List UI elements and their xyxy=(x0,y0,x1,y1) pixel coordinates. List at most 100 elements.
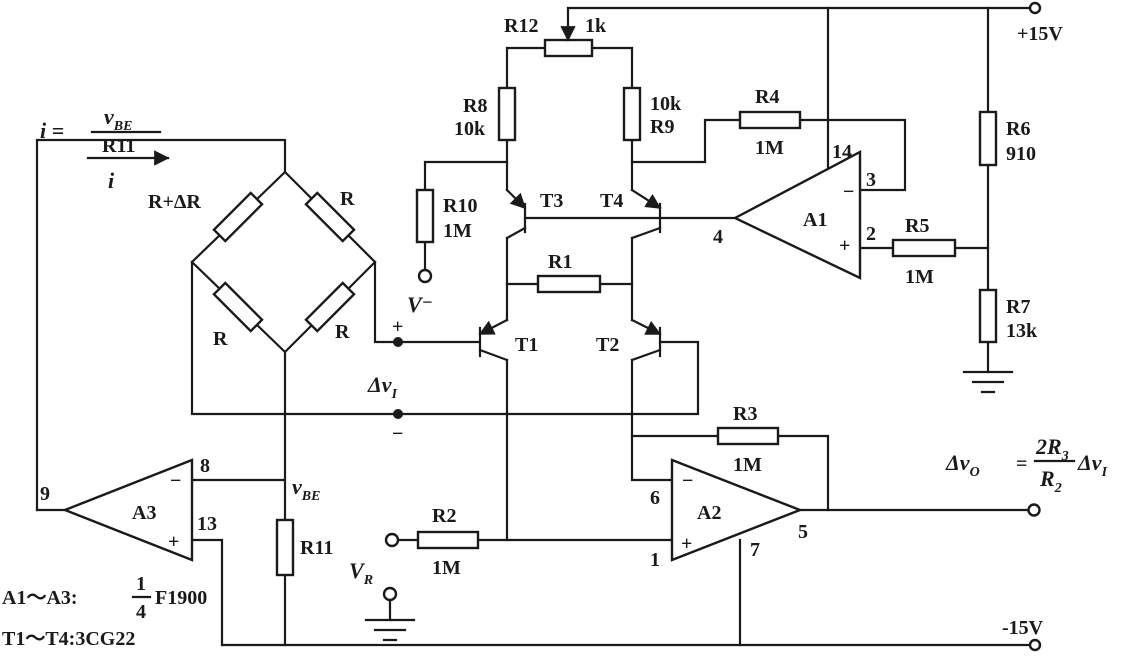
svg-text:−: − xyxy=(843,181,854,203)
label-r2-value: 1M xyxy=(432,557,461,579)
current-formula-num: vBE xyxy=(104,104,132,134)
svg-text:+: + xyxy=(681,533,692,555)
label-a3: A3 xyxy=(132,502,156,524)
label-r3: R3 xyxy=(733,403,757,425)
resistor-r4 xyxy=(738,110,802,130)
terminal-neg-supply xyxy=(1028,638,1042,652)
labels: +15V -15V R12 1k R8 10k 10k R9 R10 1M R4… xyxy=(2,15,1108,650)
node-dvi-minus xyxy=(393,409,403,419)
label-r6: R6 xyxy=(1006,118,1030,140)
svg-text:+: + xyxy=(168,531,179,553)
note-opamps-prefix: A1～A3: xyxy=(2,587,78,609)
pin-a3-out: 9 xyxy=(40,483,50,505)
output-formula-lhs: ΔvO xyxy=(945,450,980,480)
resistor-r6 xyxy=(978,110,998,167)
pin-a2-out: 5 xyxy=(798,521,808,543)
resistor-r5 xyxy=(891,238,957,258)
terminal-vminus xyxy=(417,268,433,284)
label-dvi: ΔvI xyxy=(367,372,398,402)
pin-a1-out: 4 xyxy=(713,226,723,248)
resistor-r11 xyxy=(275,518,295,577)
wires xyxy=(35,6,1032,647)
transistor-t1-emitter-icon xyxy=(478,318,509,336)
label-r11: R11 xyxy=(300,537,333,559)
current-formula-den: R11 xyxy=(102,135,135,157)
label-r10-value: 1M xyxy=(443,220,472,242)
label-r8: R8 xyxy=(463,95,487,117)
opamp-a1 xyxy=(732,150,862,280)
label-r4: R4 xyxy=(755,86,779,108)
label-r5: R5 xyxy=(905,215,929,237)
current-formula-lhs: i = xyxy=(40,118,64,143)
label-r9: R9 xyxy=(650,116,674,138)
resistor-r1 xyxy=(536,274,602,294)
label-r6-value: 910 xyxy=(1006,143,1036,165)
opamp-a3 xyxy=(61,458,194,562)
terminal-vr-source xyxy=(382,586,398,602)
label-r3-value: 1M xyxy=(733,454,762,476)
pin-a1-inv: 3 xyxy=(866,169,876,191)
pin-a3-noninv: 13 xyxy=(197,513,217,535)
label-vminus: V− xyxy=(407,292,433,317)
resistor-r3 xyxy=(716,426,780,446)
transistors xyxy=(478,188,662,362)
output-formula-rhs: ΔvI xyxy=(1077,450,1108,480)
svg-text:−: − xyxy=(682,470,693,492)
label-vbe: vBE xyxy=(292,474,320,504)
note-transistors: T1～T4:3CG22 xyxy=(2,628,135,650)
label-vr: VR xyxy=(349,558,373,588)
resistor-r7 xyxy=(978,288,998,344)
current-arrow-label: i xyxy=(108,168,115,193)
transistor-t2-emitter-icon xyxy=(630,318,662,336)
label-r10: R10 xyxy=(443,195,477,217)
note-frac-den: 4 xyxy=(136,601,146,623)
terminal-vr-input xyxy=(384,532,400,548)
label-r7-value: 13k xyxy=(1006,320,1038,342)
label-r5-value: 1M xyxy=(905,266,934,288)
resistor-r2 xyxy=(416,530,480,550)
svg-text:−: − xyxy=(170,470,181,492)
output-formula-den: R2 xyxy=(1039,466,1062,496)
label-bridge-bottom-left: R xyxy=(213,328,228,350)
label-t2: T2 xyxy=(596,334,619,356)
wheatstone-bridge xyxy=(190,170,377,354)
opamp-a2 xyxy=(670,458,804,562)
note-frac-num: 1 xyxy=(136,573,146,595)
label-dvi-minus: − xyxy=(392,423,403,445)
bridge-resistor-bottom-left xyxy=(212,281,264,333)
svg-text:=: = xyxy=(1016,453,1027,475)
pin-a1-vcc: 14 xyxy=(832,141,852,163)
output-formula-num: 2R3 xyxy=(1035,434,1069,464)
label-t3: T3 xyxy=(540,190,563,212)
svg-text:+: + xyxy=(839,235,850,257)
resistor-r8 xyxy=(497,86,517,142)
label-t4: T4 xyxy=(600,190,623,212)
label-r1: R1 xyxy=(548,251,572,273)
label-bridge-top-right: R xyxy=(340,188,355,210)
label-r12: R12 xyxy=(504,15,538,37)
transistor-t4-emitter-icon xyxy=(630,188,662,210)
vr-ground-icon xyxy=(364,598,416,642)
pin-a3-inv: 8 xyxy=(200,455,210,477)
label-r8-value: 10k xyxy=(454,118,486,140)
bridge-resistor-bottom-right xyxy=(304,281,356,333)
terminal-output xyxy=(1027,503,1041,517)
node-dvi-plus xyxy=(393,337,403,347)
label-r7: R7 xyxy=(1006,296,1030,318)
label-r2: R2 xyxy=(432,505,456,527)
label-t1: T1 xyxy=(515,334,538,356)
resistor-r12 xyxy=(543,38,594,58)
label-supply-neg: -15V xyxy=(1002,617,1044,639)
label-r4-value: 1M xyxy=(755,137,784,159)
pin-a1-noninv: 2 xyxy=(866,223,876,245)
label-r9-value: 10k xyxy=(650,93,682,115)
resistors xyxy=(275,38,998,577)
label-supply-pos: +15V xyxy=(1017,23,1063,45)
label-r12-value: 1k xyxy=(585,15,607,37)
resistor-r10 xyxy=(415,188,435,244)
note-opamps-suffix: F1900 xyxy=(155,587,207,609)
opamps xyxy=(35,150,862,562)
transistor-t3-emitter-icon xyxy=(505,188,527,210)
label-dvi-plus: + xyxy=(392,316,403,338)
